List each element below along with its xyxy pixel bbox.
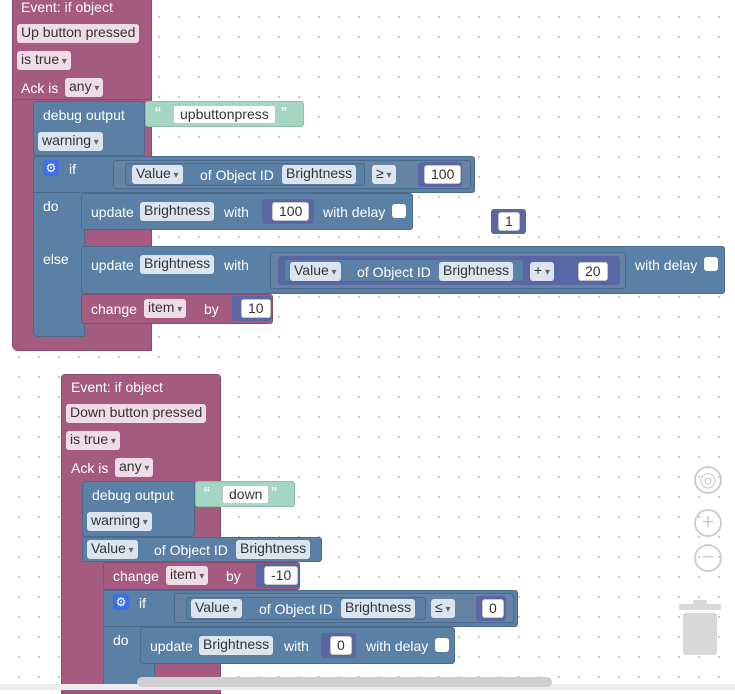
event2-condition-dropdown[interactable]: is true <box>66 431 120 450</box>
number-field[interactable]: 0 <box>330 636 352 655</box>
event1-title: Event: if object <box>21 0 113 15</box>
of-object-id-label: of Object ID <box>259 601 333 617</box>
with-delay-label: with delay <box>366 638 429 654</box>
event2-ack-dropdown[interactable]: any <box>115 458 154 477</box>
open-quote-icon: “ <box>204 484 210 504</box>
arithmetic-operator-dropdown[interactable]: + <box>530 262 554 281</box>
value-dropdown[interactable]: Value <box>87 540 138 559</box>
center-workspace-icon[interactable]: ◎ <box>694 466 722 494</box>
delay-checkbox[interactable] <box>392 204 406 218</box>
with-label: with <box>224 204 249 220</box>
update-block[interactable] <box>140 627 455 664</box>
floating-number-field[interactable]: 1 <box>498 212 520 231</box>
delay-checkbox[interactable] <box>435 638 449 652</box>
zoom-out-icon[interactable]: − <box>694 544 722 572</box>
variable-dropdown[interactable]: item <box>144 299 187 318</box>
with-delay-label: with delay <box>323 204 386 220</box>
event2-ack-label: Ack is <box>71 460 109 476</box>
update-block[interactable] <box>81 193 413 230</box>
delay-checkbox[interactable] <box>704 257 718 271</box>
event2-title: Event: if object <box>71 379 163 395</box>
number-field[interactable]: -10 <box>264 566 299 585</box>
gear-icon[interactable]: ⚙ <box>43 160 59 176</box>
of-object-id-label: of Object ID <box>357 264 431 280</box>
with-label: with <box>284 638 309 654</box>
of-object-id-label: of Object ID <box>200 167 274 183</box>
object-id-field[interactable]: Brightness <box>341 599 416 618</box>
variable-dropdown[interactable]: item <box>166 566 209 585</box>
number-field[interactable]: 0 <box>482 599 504 618</box>
change-label: change <box>91 301 137 317</box>
close-quote-icon: ” <box>281 104 287 124</box>
update-object-field[interactable]: Brightness <box>140 255 215 274</box>
horizontal-scrollbar-track <box>0 684 735 690</box>
update-label: update <box>91 204 134 220</box>
comparison-operator-dropdown[interactable]: ≥ <box>372 165 396 184</box>
open-quote-icon: “ <box>155 104 161 124</box>
text-field[interactable]: down <box>222 485 270 504</box>
do-label: do <box>43 198 59 214</box>
trash-can-graphic <box>679 600 721 655</box>
by-label: by <box>226 568 241 584</box>
value-dropdown[interactable]: Value <box>290 262 341 281</box>
object-id-field[interactable]: Brightness <box>236 540 311 559</box>
number-field[interactable]: 100 <box>272 202 310 221</box>
object-id-field[interactable]: Brightness <box>439 262 514 281</box>
event1-condition-dropdown[interactable]: is true <box>17 51 71 70</box>
with-delay-label: with delay <box>635 257 698 273</box>
debug-output-label: debug output <box>92 487 174 503</box>
with-label: with <box>224 257 249 273</box>
change-label: change <box>113 568 159 584</box>
else-label: else <box>43 251 69 267</box>
text-field[interactable]: upbuttonpress <box>173 105 276 124</box>
update-object-field[interactable]: Brightness <box>199 636 274 655</box>
event1-ack-dropdown[interactable]: any <box>65 78 104 97</box>
zoom-in-icon[interactable]: + <box>694 509 722 537</box>
update-label: update <box>150 638 193 654</box>
number-field[interactable]: 100 <box>424 165 462 184</box>
event1-ack-label: Ack is <box>21 80 59 96</box>
if-label: if <box>69 161 76 177</box>
value-dropdown[interactable]: Value <box>132 165 183 184</box>
event1-object-field[interactable]: Up button pressed <box>17 24 140 43</box>
trash-icon[interactable] <box>679 600 721 656</box>
gear-icon[interactable]: ⚙ <box>113 594 129 610</box>
do-label: do <box>113 632 129 648</box>
update-object-field[interactable]: Brightness <box>140 202 215 221</box>
of-object-id-label: of Object ID <box>154 542 228 558</box>
debug-level-dropdown[interactable]: warning <box>38 132 103 151</box>
comparison-operator-dropdown[interactable]: ≤ <box>431 599 455 618</box>
update-label: update <box>91 257 134 273</box>
value-dropdown[interactable]: Value <box>191 599 242 618</box>
number-field[interactable]: 20 <box>578 262 608 281</box>
debug-output-label: debug output <box>43 107 125 123</box>
number-field[interactable]: 10 <box>241 299 271 318</box>
by-label: by <box>204 301 219 317</box>
if-label: if <box>139 595 146 611</box>
horizontal-scrollbar-thumb[interactable] <box>137 677 552 687</box>
debug-level-dropdown[interactable]: warning <box>87 512 152 531</box>
close-quote-icon: ” <box>271 484 277 504</box>
event2-object-field[interactable]: Down button pressed <box>66 404 207 423</box>
object-id-field[interactable]: Brightness <box>282 165 357 184</box>
